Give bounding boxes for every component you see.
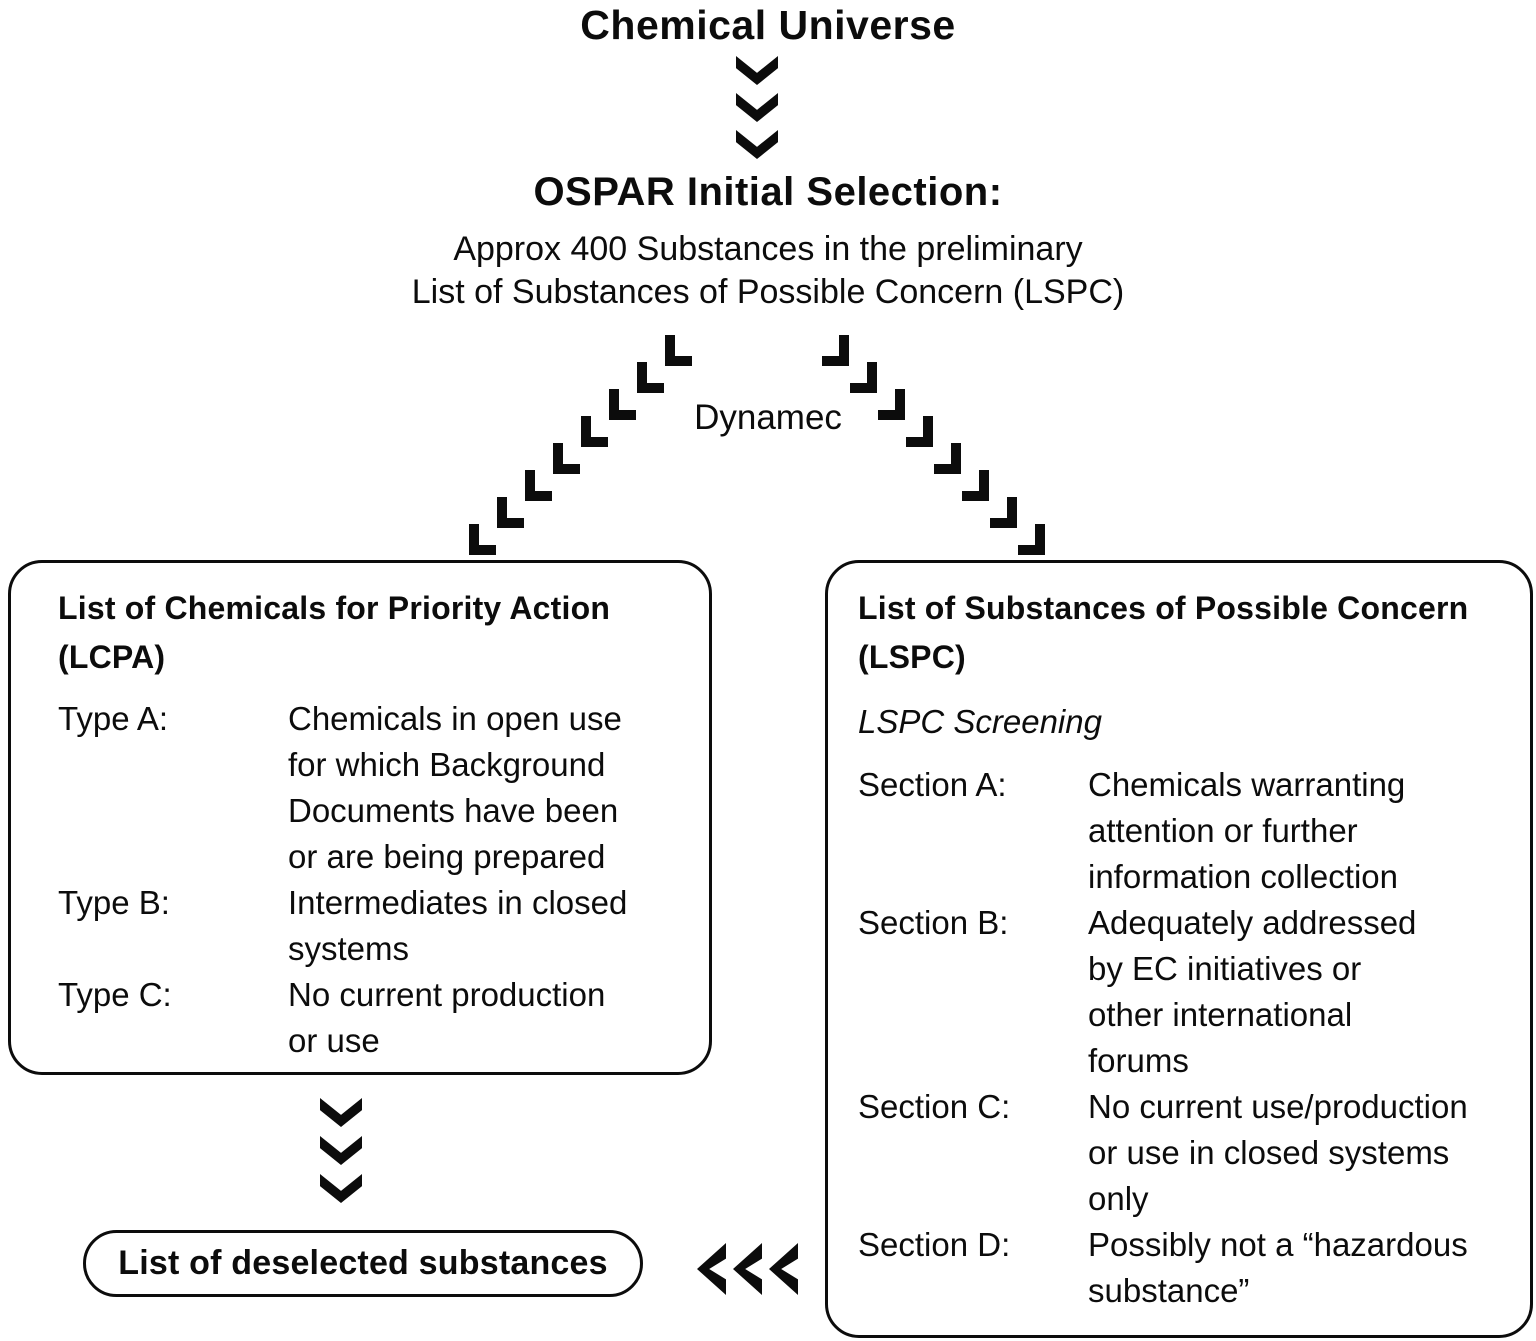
- step-arrow-left-icon: [497, 497, 524, 528]
- chevron-down-icon: [320, 1098, 362, 1127]
- row-text: Intermediates in closed systems: [288, 884, 628, 967]
- step-arrow-right-icon: [990, 497, 1017, 528]
- chevron-left-icon: [769, 1243, 798, 1295]
- lspc-box-title: List of Substances of Possible Concern (…: [858, 590, 1469, 675]
- page-title: Chemical Universe: [580, 2, 956, 48]
- step-arrow-right-icon: [934, 443, 961, 474]
- ospar-heading: OSPAR Initial Selection:: [533, 170, 1003, 214]
- step-arrow-right-icon: [906, 416, 933, 447]
- down-arrow-top: [736, 56, 778, 159]
- lcpa-box: List of Chemicals for Priority Action (L…: [8, 560, 712, 1075]
- step-arrow-left-icon: [553, 443, 580, 474]
- left-arrow: [697, 1243, 798, 1295]
- down-arrow-bottom: [320, 1098, 362, 1203]
- lcpa-rows: Type A: Chemicals in open use for which …: [58, 696, 689, 1064]
- row-text: No current production or use: [288, 976, 606, 1059]
- row-label: Section C:: [858, 1088, 1011, 1125]
- step-arrow-right-icon: [878, 389, 905, 420]
- step-arrow-right-icon: [1018, 524, 1045, 555]
- chevron-left-icon: [733, 1243, 762, 1295]
- row-text: Adequately addressed by EC initiatives o…: [1088, 904, 1417, 1079]
- lspc-box: List of Substances of Possible Concern (…: [825, 560, 1533, 1338]
- row-label: Section B:: [858, 904, 1009, 941]
- row-text: Chemicals warranting attention or furthe…: [1088, 766, 1406, 895]
- lspc-rows: Section A: Chemicals warranting attentio…: [858, 762, 1510, 1314]
- deselected-pill: List of deselected substances: [83, 1230, 643, 1297]
- chevron-down-icon: [736, 130, 778, 159]
- ospar-subtitle: Approx 400 Substances in the preliminary…: [411, 230, 1125, 311]
- step-arrow-left-icon: [609, 389, 636, 420]
- lspc-screening-subtitle: LSPC Screening: [858, 703, 1102, 740]
- chevron-down-icon: [736, 93, 778, 122]
- row-text: No current use/production or use in clos…: [1088, 1088, 1468, 1217]
- row-label: Section A:: [858, 766, 1007, 803]
- step-arrow-right-icon: [850, 362, 877, 393]
- chevron-down-icon: [320, 1174, 362, 1203]
- step-arrow-left-icon: [665, 335, 692, 366]
- row-label: Type B:: [58, 884, 170, 921]
- dynamec-label: Dynamec: [694, 398, 842, 437]
- step-arrow-left-icon: [525, 470, 552, 501]
- chevron-down-icon: [320, 1136, 362, 1165]
- chevron-down-icon: [736, 56, 778, 85]
- step-arrow-left-icon: [469, 524, 496, 555]
- step-arrow-left-icon: [637, 362, 664, 393]
- deselected-pill-label: List of deselected substances: [118, 1244, 608, 1282]
- lcpa-box-title: List of Chemicals for Priority Action (L…: [58, 590, 611, 675]
- step-arrow-right-icon: [822, 335, 849, 366]
- row-label: Section D:: [858, 1226, 1011, 1263]
- row-text: Chemicals in open use for which Backgrou…: [288, 700, 622, 875]
- row-label: Type C:: [58, 976, 172, 1013]
- row-label: Type A:: [58, 700, 169, 737]
- chevron-left-icon: [697, 1243, 726, 1295]
- row-text: Possibly not a “hazardous substance”: [1088, 1226, 1468, 1309]
- step-arrow-left-icon: [581, 416, 608, 447]
- step-arrow-right-icon: [962, 470, 989, 501]
